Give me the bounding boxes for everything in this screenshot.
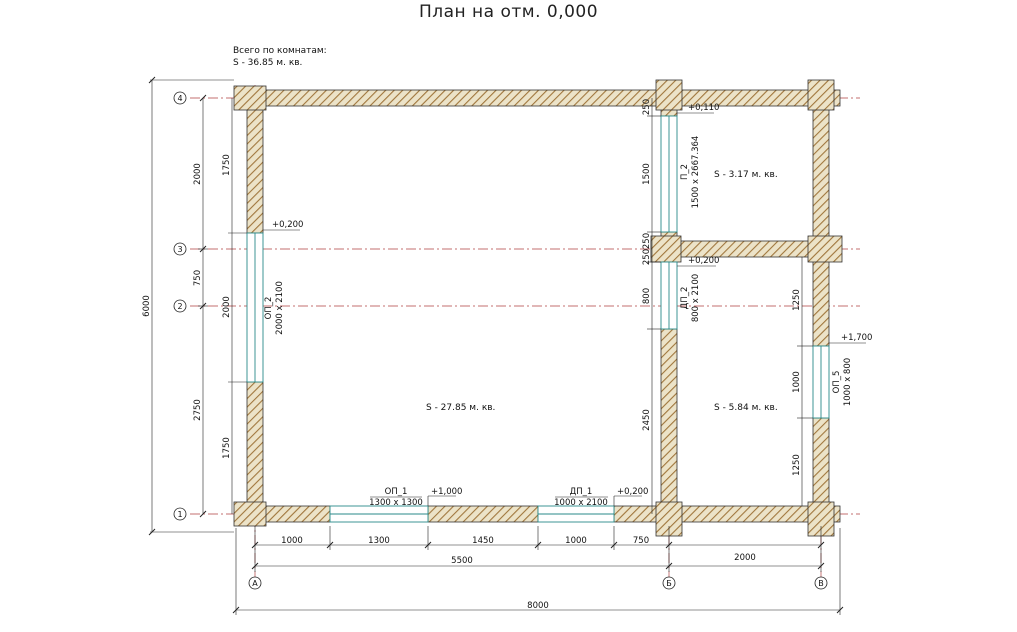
summary-heading: Всего по комнатам: xyxy=(233,46,327,56)
opening-op1-size: 1300 x 1300 xyxy=(369,498,423,508)
wall-bottom-3 xyxy=(613,505,841,523)
axis-markers xyxy=(173,91,828,590)
wall-bottom-2 xyxy=(427,505,539,523)
corner-mid-p xyxy=(650,235,682,263)
summary-total: S - 36.85 м. кв. xyxy=(233,58,303,68)
room-label-main: S - 27.85 м. кв. xyxy=(426,403,495,413)
dim-left-inner-3: 1750 xyxy=(222,437,232,459)
opening-dp2-mark: ДП_2 xyxy=(680,287,690,310)
dim-bottom-total: 8000 xyxy=(527,601,549,611)
dim-right-2: 1000 xyxy=(792,371,802,393)
opening-p2-mark: П_2 xyxy=(680,164,690,180)
wall-left-1 xyxy=(246,89,264,234)
openings xyxy=(246,115,830,523)
axis-marker-4 xyxy=(173,91,187,105)
opening-op2-size: 2000 x 2100 xyxy=(275,281,285,335)
opening-op2-level: +0,200 xyxy=(272,220,303,230)
dim-bottom-4: 1000 xyxy=(565,536,587,546)
opening-dp1-mark: ДП_1 xyxy=(570,487,593,497)
room-label-right: S - 5.84 м. кв. xyxy=(714,403,778,413)
opening-dp1-level: +0,200 xyxy=(617,487,648,497)
corner-tl xyxy=(233,85,267,111)
corner-tr xyxy=(807,79,835,111)
dim-bottom-5: 750 xyxy=(633,536,649,546)
page-title: План на отм. 0,000 xyxy=(418,2,599,22)
axis-label-a: А xyxy=(252,579,258,588)
dim-left-inner-2: 2000 xyxy=(222,296,232,318)
opening-op1-level: +1,000 xyxy=(431,487,462,497)
axis-marker-b xyxy=(662,576,676,590)
dim-mid-1: 250 xyxy=(642,99,652,115)
dim-bottom-5500: 5500 xyxy=(451,556,473,566)
dim-left-3: 2750 xyxy=(193,399,203,421)
dim-right-3: 1250 xyxy=(792,454,802,476)
opening-dp2-level: +0,200 xyxy=(688,256,719,266)
dim-left-inner-1: 1750 xyxy=(222,154,232,176)
axis-label-2: 2 xyxy=(177,302,182,311)
axis-label-v: В xyxy=(818,579,824,588)
dim-bottom-3: 1450 xyxy=(472,536,494,546)
wall-left-2 xyxy=(246,381,264,523)
opening-op5-mark: ОП_5 xyxy=(832,371,842,394)
dim-left-total: 6000 xyxy=(142,295,152,317)
opening-p2-level: +0,110 xyxy=(688,103,719,113)
dim-mid-6: 2450 xyxy=(642,409,652,431)
dim-bottom-2: 1300 xyxy=(368,536,390,546)
room-label-small: S - 3.17 м. кв. xyxy=(714,170,778,180)
opening-dp1-size: 1000 x 2100 xyxy=(554,498,608,508)
opening-op1-mark: ОП_1 xyxy=(385,487,408,497)
axis-marker-3 xyxy=(173,242,187,256)
dim-left-1: 2000 xyxy=(193,163,203,185)
opening-op2-mark: ОП_2 xyxy=(264,297,274,320)
dim-left-2: 750 xyxy=(193,270,203,286)
area-summary: Всего по комнатам: S - 36.85 м. кв. xyxy=(233,45,327,69)
axis-marker-v xyxy=(814,576,828,590)
opening-dp2-size: 800 x 2100 xyxy=(691,274,701,322)
axis-label-3: 3 xyxy=(177,245,182,254)
corner-bl xyxy=(233,501,267,527)
wall-right-1 xyxy=(812,89,830,347)
walls xyxy=(233,79,843,537)
dim-mid-3: 250 xyxy=(642,233,652,249)
dim-bottom-6: 2000 xyxy=(734,553,756,563)
axis-marker-2 xyxy=(173,299,187,313)
dim-right-1: 1250 xyxy=(792,289,802,311)
dimension-ticks xyxy=(148,76,844,614)
axis-label-b: Б xyxy=(666,579,672,588)
dim-bottom-1: 1000 xyxy=(281,536,303,546)
opening-p2-size: 1500 x 2667.364 xyxy=(691,136,701,209)
wall-mid-3 xyxy=(660,328,678,523)
corner-right-p xyxy=(807,235,843,263)
axis-label-4: 4 xyxy=(177,94,182,103)
dim-mid-2: 1500 xyxy=(642,163,652,185)
wall-top xyxy=(235,89,841,107)
opening-op5-level: +1,700 xyxy=(841,333,872,343)
axis-marker-a xyxy=(248,576,262,590)
axis-label-1: 1 xyxy=(177,510,182,519)
corner-tm xyxy=(655,79,683,111)
dim-mid-4: 250 xyxy=(642,249,652,265)
dim-mid-5: 800 xyxy=(642,288,652,304)
axis-marker-1 xyxy=(173,507,187,521)
opening-op5-size: 1000 x 800 xyxy=(843,358,853,406)
